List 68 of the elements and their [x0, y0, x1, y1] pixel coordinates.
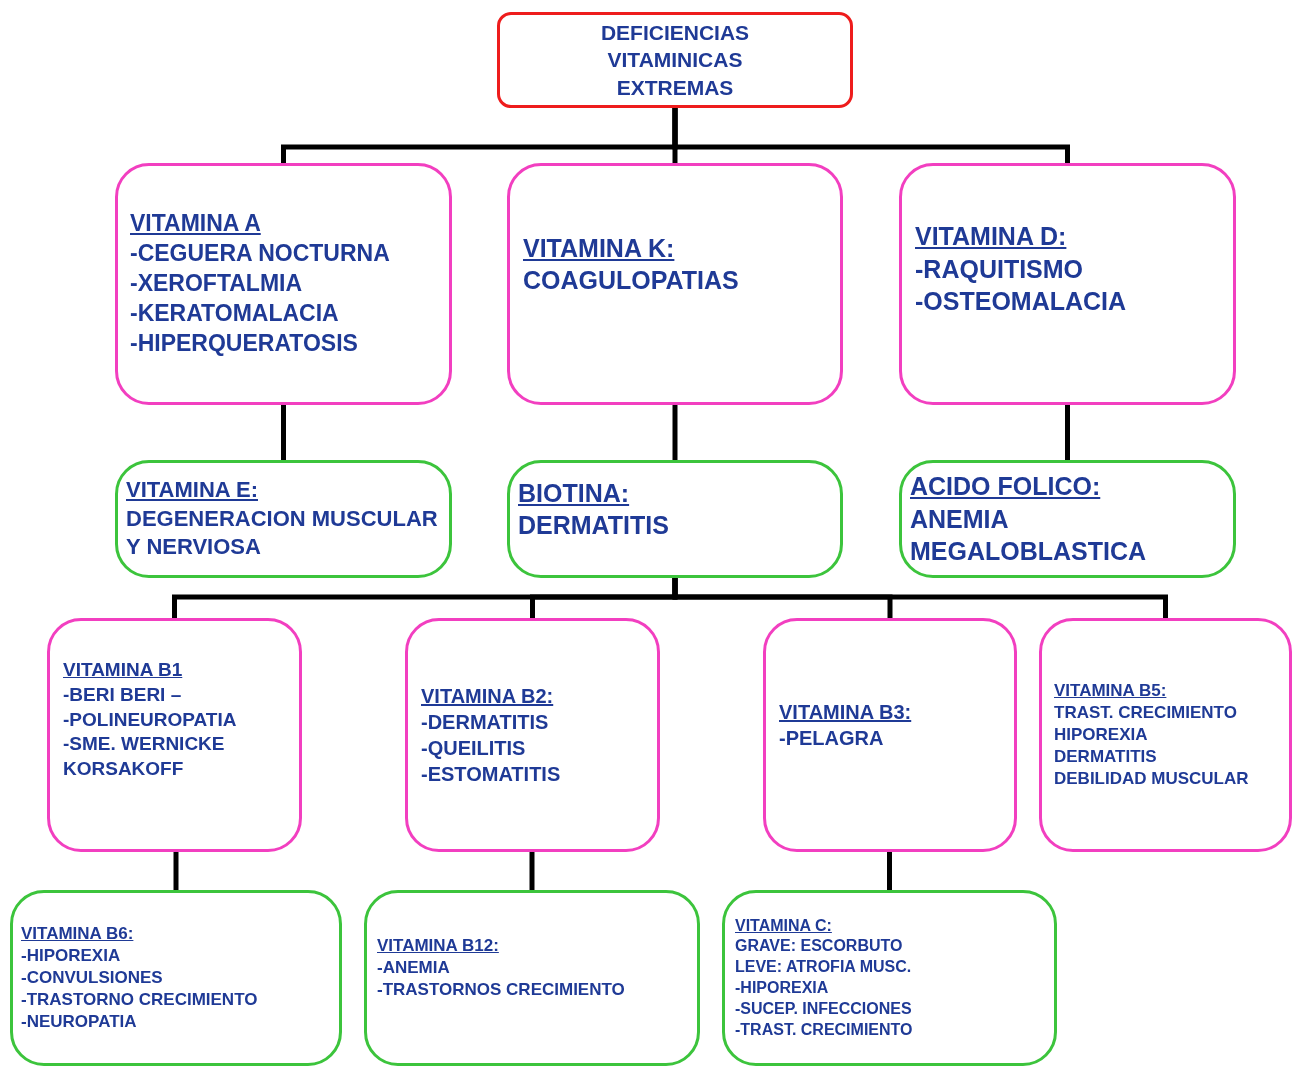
vitamin-box [763, 618, 1017, 852]
symptom-text: DERMATITIS [1054, 746, 1158, 769]
symptom-text: DERMATITIS [518, 510, 670, 541]
connector-line [887, 852, 892, 890]
vitamin-box [507, 460, 843, 578]
vitamin-box [47, 618, 302, 852]
symptom-text: -CONVULSIONES [21, 966, 164, 989]
vitamin-box [115, 460, 452, 578]
symptom-text: -HIPOREXIA [21, 944, 122, 967]
title-text: DEFICIENCIAS VITAMINICAS EXTREMAS [599, 20, 751, 101]
symptom-text: -NEUROPATIA [21, 1011, 138, 1034]
symptom-text: -PELAGRA [779, 726, 885, 751]
symptom-text: -ANEMIA [377, 956, 451, 979]
symptom-text: -HIPOREXIA [735, 978, 830, 998]
vitamin-heading: VITAMINA K: [523, 232, 676, 264]
symptom-text: -QUEILITIS [421, 736, 527, 761]
symptom-text: -RAQUITISMO [915, 253, 1085, 285]
connector-line [672, 108, 1070, 163]
vitamin-box [405, 618, 660, 852]
vitamin-heading: BIOTINA: [518, 477, 631, 509]
symptom-text: -ESTOMATITIS [421, 762, 562, 787]
symptom-text: COAGULOPATIAS [523, 265, 740, 296]
vitamin-box [899, 163, 1236, 405]
symptom-text: DEBILIDAD MUSCULAR [1054, 768, 1250, 791]
vitamin-heading: VITAMINA C: [735, 915, 833, 936]
symptom-text: -TRASTORNOS CRECIMIENTO [377, 979, 626, 1002]
symptom-text: HIPOREXIA [1054, 723, 1149, 746]
vitamin-heading: VITAMINA D: [915, 221, 1068, 253]
vitamin-heading: VITAMINA B5: [1054, 679, 1168, 702]
vitamin-heading: ACIDO FOLICO: [910, 471, 1102, 503]
vitamin-heading: VITAMINA B3: [779, 700, 913, 725]
symptom-text: LEVE: ATROFIA MUSC. [735, 957, 913, 978]
symptom-text: -DERMATITIS [421, 710, 550, 735]
vitamin-heading: VITAMINA A [130, 209, 262, 239]
vitamin-heading: VITAMINA B12: [377, 934, 500, 957]
symptom-text: GRAVE: ESCORBUTO [735, 936, 904, 957]
vitamin-heading: VITAMINA E: [126, 476, 259, 505]
vitamin-box [899, 460, 1236, 578]
vitamin-heading: VITAMINA B1 [63, 658, 184, 683]
title-box [497, 12, 853, 108]
symptom-text: ANEMIA MEGALOBLASTICA [910, 503, 1148, 568]
vitamin-box [115, 163, 452, 405]
symptom-text: -SUCEP. INFECCIONES [735, 998, 913, 1019]
symptom-text: -KERATOMALACIA [130, 298, 340, 328]
symptom-text: -BERI BERI – [63, 682, 183, 707]
vitamin-box [507, 163, 843, 405]
connector-line [281, 405, 286, 460]
vitamin-heading: VITAMINA B2: [421, 684, 555, 709]
vitamin-box [10, 890, 342, 1066]
symptom-text: -OSTEOMALACIA [915, 286, 1128, 318]
vitamin-box [364, 890, 700, 1066]
vitamin-box [722, 890, 1057, 1066]
connector-line [1065, 405, 1070, 460]
symptom-text: -XEROFTALMIA [130, 269, 304, 299]
vitamin-box [1039, 618, 1292, 852]
symptom-text: -TRASTORNO CRECIMIENTO [21, 989, 259, 1012]
symptom-text: -HIPERQUERATOSIS [130, 328, 359, 358]
vitamin-heading: VITAMINA B6: [21, 922, 135, 945]
symptom-text: -POLINEUROPATIA [63, 707, 238, 732]
symptom-text: DEGENERACION MUSCULAR Y NERVIOSA [126, 504, 439, 562]
connector-line [173, 852, 179, 890]
connector-line [672, 578, 1168, 618]
connector-line [672, 405, 678, 460]
symptom-text: -SME. WERNICKE KORSAKOFF [63, 732, 226, 782]
symptom-text: TRAST. CRECIMIENTO [1054, 701, 1238, 724]
connector-line [529, 852, 535, 890]
symptom-text: -TRAST. CRECIMIENTO [735, 1019, 914, 1040]
symptom-text: -CEGUERA NOCTURNA [130, 239, 391, 269]
